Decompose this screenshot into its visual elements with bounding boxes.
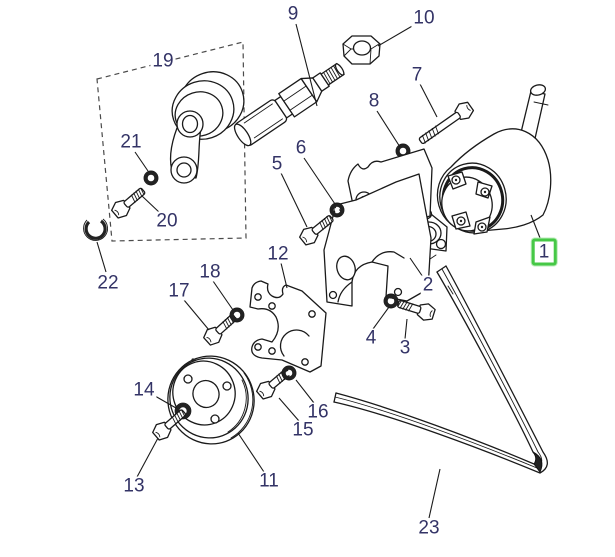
callout-23[interactable]: 23 xyxy=(416,517,442,539)
idler-pulley-illustration xyxy=(169,71,245,184)
callout-17[interactable]: 17 xyxy=(166,280,192,302)
ring-22-illustration xyxy=(83,218,109,241)
callout-16[interactable]: 16 xyxy=(305,401,331,423)
callout-12[interactable]: 12 xyxy=(265,243,291,265)
bolt-20-illustration xyxy=(108,183,150,222)
callout-4[interactable]: 4 xyxy=(363,327,379,349)
callout-1-selected[interactable]: 1 xyxy=(531,238,557,266)
pulley-11-illustration xyxy=(167,355,255,445)
bolt-17-illustration xyxy=(200,309,241,349)
callout-22[interactable]: 22 xyxy=(95,272,121,294)
callout-13[interactable]: 13 xyxy=(121,475,147,497)
washer-18-illustration xyxy=(228,306,246,324)
kit-19-dashed-box xyxy=(96,41,247,242)
leader-lines xyxy=(96,23,543,519)
callout-21[interactable]: 21 xyxy=(118,131,144,153)
bolt-7-illustration xyxy=(415,98,477,150)
callout-9[interactable]: 9 xyxy=(285,3,301,25)
bracket-2-illustration xyxy=(323,148,433,307)
callout-7[interactable]: 7 xyxy=(409,64,425,86)
callout-19[interactable]: 19 xyxy=(150,50,176,72)
washer-16-illustration xyxy=(280,364,298,382)
callout-8[interactable]: 8 xyxy=(366,90,382,112)
callout-14[interactable]: 14 xyxy=(131,379,157,401)
callout-15[interactable]: 15 xyxy=(290,419,316,441)
callout-10[interactable]: 10 xyxy=(411,7,437,29)
callout-2[interactable]: 2 xyxy=(420,274,436,296)
washer-4-illustration xyxy=(382,292,400,310)
nut-10-illustration xyxy=(342,35,381,65)
belt-23-illustration xyxy=(333,254,548,474)
callout-18[interactable]: 18 xyxy=(197,261,223,283)
callout-5[interactable]: 5 xyxy=(269,153,285,175)
callout-3[interactable]: 3 xyxy=(397,337,413,359)
callout-20[interactable]: 20 xyxy=(154,210,180,232)
bracket-12-illustration xyxy=(249,280,327,373)
callout-11[interactable]: 11 xyxy=(257,470,281,492)
washer-21-illustration xyxy=(142,169,160,187)
callout-6[interactable]: 6 xyxy=(293,137,309,159)
washer-6-illustration xyxy=(328,201,346,219)
fitting-9-illustration xyxy=(233,62,345,147)
bolt-15-illustration xyxy=(253,364,295,403)
